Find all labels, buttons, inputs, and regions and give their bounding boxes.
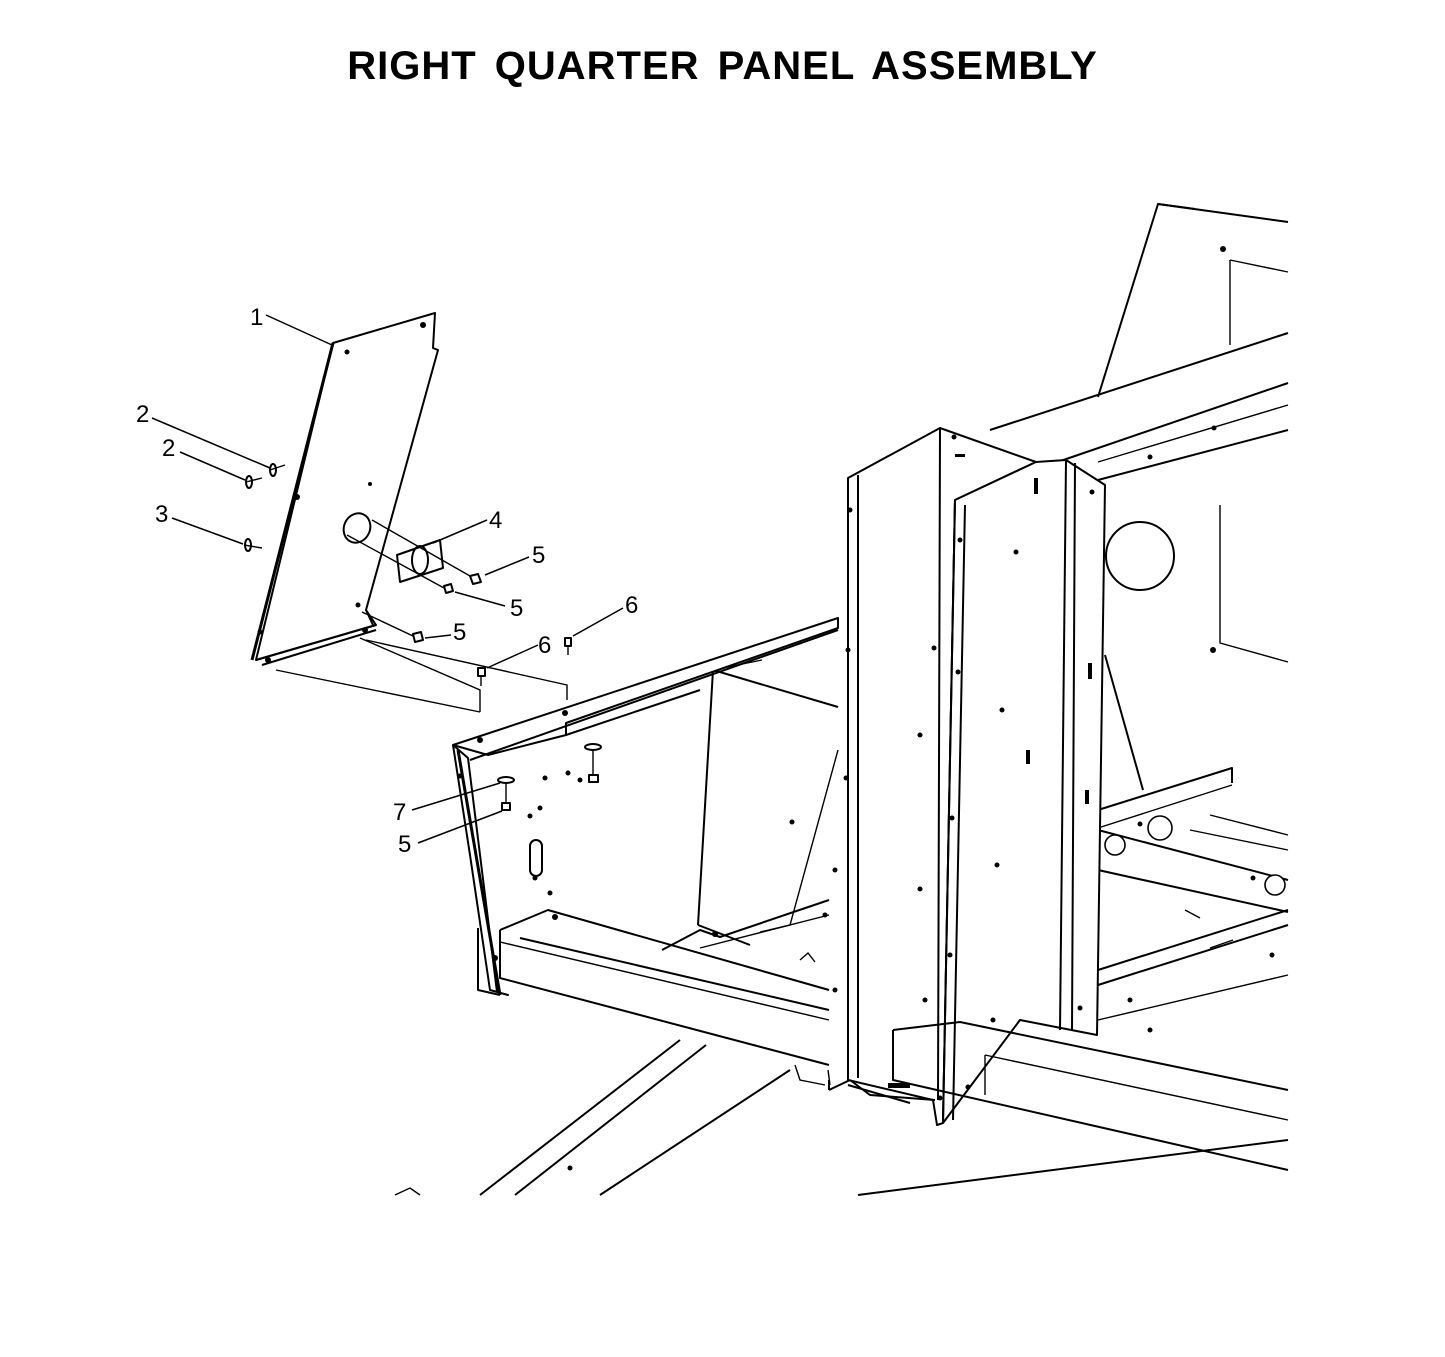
callout-labels: 1 2 2 3 4 5 5 5 6 6 7 5	[136, 304, 638, 858]
lower-hardware	[497, 743, 602, 811]
callout-5b: 5	[510, 595, 523, 622]
callout-5c: 5	[453, 619, 466, 646]
callout-3: 3	[155, 501, 168, 528]
callout-6b: 6	[538, 632, 551, 659]
lower-floor-rails	[394, 909, 1289, 1196]
inner-vertical-post	[937, 459, 1106, 1124]
front-vertical-post	[828, 427, 1037, 1126]
callout-1: 1	[250, 304, 263, 331]
lower-side-panel	[452, 617, 839, 996]
quarter-panel-item-1	[250, 312, 568, 713]
callout-leaders	[151, 314, 624, 844]
explode-centerlines	[346, 519, 471, 637]
callout-5d: 5	[398, 831, 411, 858]
page-title: RIGHT QUARTER PANEL ASSEMBLY	[347, 44, 1098, 88]
callout-6a: 6	[625, 592, 638, 619]
rear-cab-frame	[989, 203, 1289, 1033]
callout-7: 7	[393, 799, 406, 826]
callout-2a: 2	[136, 401, 149, 428]
callout-5a: 5	[532, 542, 545, 569]
grommet-plate-item-4	[396, 539, 444, 583]
inner-storage-box	[661, 659, 839, 963]
upper-fasteners	[243, 463, 572, 686]
callout-2b: 2	[162, 435, 175, 462]
callout-4: 4	[489, 507, 502, 534]
